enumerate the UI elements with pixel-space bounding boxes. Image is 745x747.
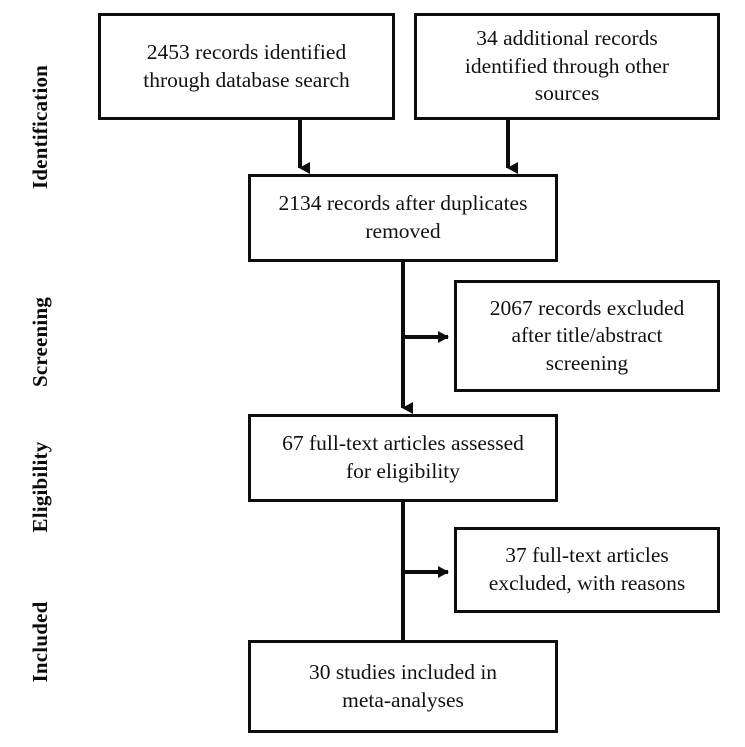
- node-fulltext-excluded-text: 37 full-text articles excluded, with rea…: [488, 543, 686, 595]
- node-records-excluded-text: 2067 records excluded after title/abstra…: [489, 295, 685, 375]
- node-database-records: 2453 records identified through database…: [98, 13, 395, 120]
- node-additional-records-text: 34 additional records identified through…: [464, 26, 670, 106]
- node-after-duplicates-text: 2134 records after duplicates removed: [278, 191, 528, 243]
- node-after-duplicates: 2134 records after duplicates removed: [248, 174, 558, 262]
- node-fulltext-assessed: 67 full-text articles assessed for eligi…: [248, 414, 558, 502]
- node-additional-records: 34 additional records identified through…: [414, 13, 720, 120]
- stage-label-eligibility: Eligibility: [27, 441, 52, 533]
- node-studies-included: 30 studies included in meta-analyses: [248, 640, 558, 733]
- node-database-records-text: 2453 records identified through database…: [143, 39, 350, 92]
- node-fulltext-excluded: 37 full-text articles excluded, with rea…: [454, 527, 720, 613]
- stage-label-included: Included: [27, 601, 52, 683]
- node-fulltext-assessed-text: 67 full-text articles assessed for eligi…: [282, 431, 524, 483]
- node-records-excluded: 2067 records excluded after title/abstra…: [454, 280, 720, 392]
- stage-label-identification: Identification: [27, 64, 52, 190]
- node-studies-included-text: 30 studies included in meta-analyses: [308, 659, 498, 712]
